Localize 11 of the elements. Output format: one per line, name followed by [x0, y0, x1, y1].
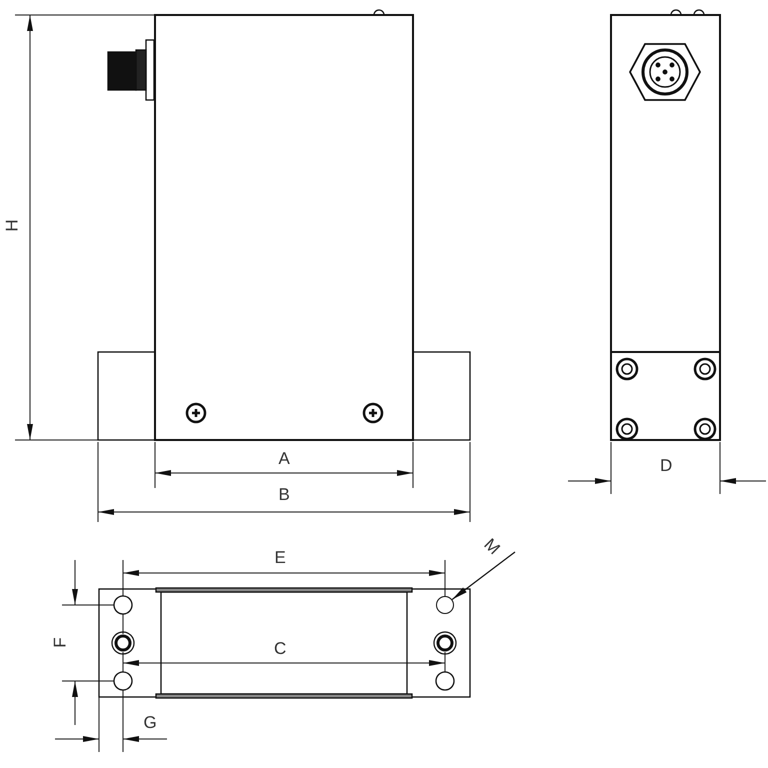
dimension-label: H — [4, 218, 21, 232]
dimension-label: F — [52, 636, 69, 648]
dimension-label: B — [278, 486, 290, 502]
dimension-label: A — [278, 450, 290, 466]
dimension-label: G — [144, 714, 157, 730]
leader-line — [452, 552, 516, 600]
dimension-label: D — [660, 456, 672, 474]
mounting-hole — [436, 596, 454, 614]
dimension-label: C — [274, 640, 286, 656]
dimension-label: M — [480, 535, 504, 558]
dimension-label: E — [274, 548, 286, 566]
